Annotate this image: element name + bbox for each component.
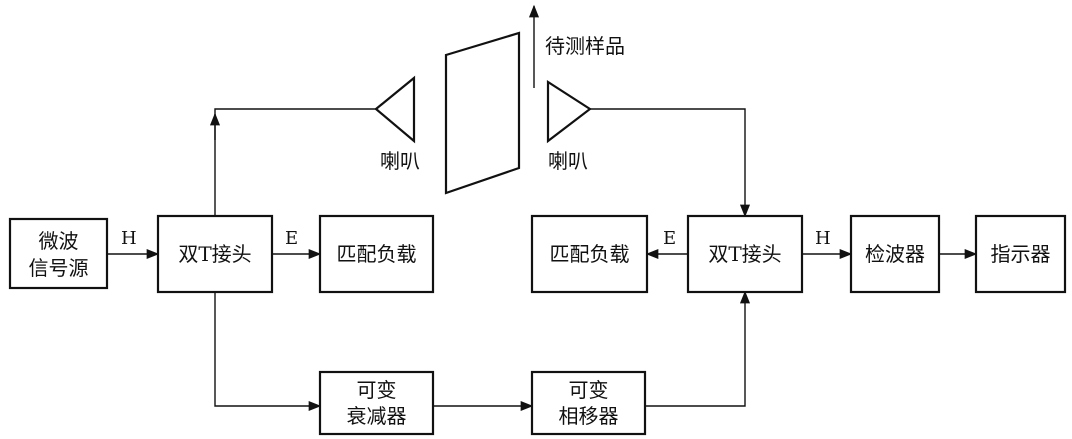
matched-load-right-block: 匹配负载 xyxy=(530,214,649,294)
matched-load-right-label: 匹配负载 xyxy=(550,242,630,266)
detector-block: 检波器 xyxy=(849,214,941,294)
microwave-source-label-1: 微波 xyxy=(39,229,79,253)
arrow-horn-right-to-tee-right xyxy=(590,108,751,218)
matched-load-left-label: 匹配负载 xyxy=(337,242,417,266)
line-tee-left-to-attenuator xyxy=(214,292,322,412)
detector-label: 检波器 xyxy=(865,242,925,266)
tee-right-block: 双T接头 xyxy=(686,214,804,294)
matched-load-left-block: 匹配负载 xyxy=(318,214,435,294)
horn-right-icon xyxy=(546,79,592,144)
tee-left-block: 双T接头 xyxy=(156,214,274,294)
attenuator-label-2: 衰减器 xyxy=(347,404,407,428)
attenuator-label-1: 可变 xyxy=(357,378,397,402)
arrow-phase-shifter-to-tee-right xyxy=(645,290,751,407)
indicator-label: 指示器 xyxy=(991,242,1051,266)
h-arm-label-left: H xyxy=(121,228,137,249)
microwave-source-label-2: 信号源 xyxy=(29,256,89,280)
phase-shifter-block: 可变 相移器 xyxy=(530,370,647,436)
tee-right-label: 双T接头 xyxy=(708,242,781,266)
tee-left-label: 双T接头 xyxy=(178,242,251,266)
attenuator-block: 可变 衰减器 xyxy=(318,370,435,436)
line-tee-left-to-horn-left xyxy=(214,108,376,216)
microwave-source-block: 微波 信号源 xyxy=(8,217,109,290)
horn-right-label: 喇叭 xyxy=(548,149,588,173)
indicator-block: 指示器 xyxy=(974,214,1067,294)
e-arm-label-left: E xyxy=(285,228,298,249)
h-arm-label-right: H xyxy=(815,228,831,249)
horn-left-icon xyxy=(374,75,416,144)
e-arm-label-right: E xyxy=(663,228,676,249)
sample-label: 待测样品 xyxy=(545,34,625,58)
phase-shifter-label-2: 相移器 xyxy=(559,404,619,428)
phase-shifter-label-1: 可变 xyxy=(569,378,609,402)
horn-left-label: 喇叭 xyxy=(380,149,420,173)
sample-icon xyxy=(444,31,521,195)
